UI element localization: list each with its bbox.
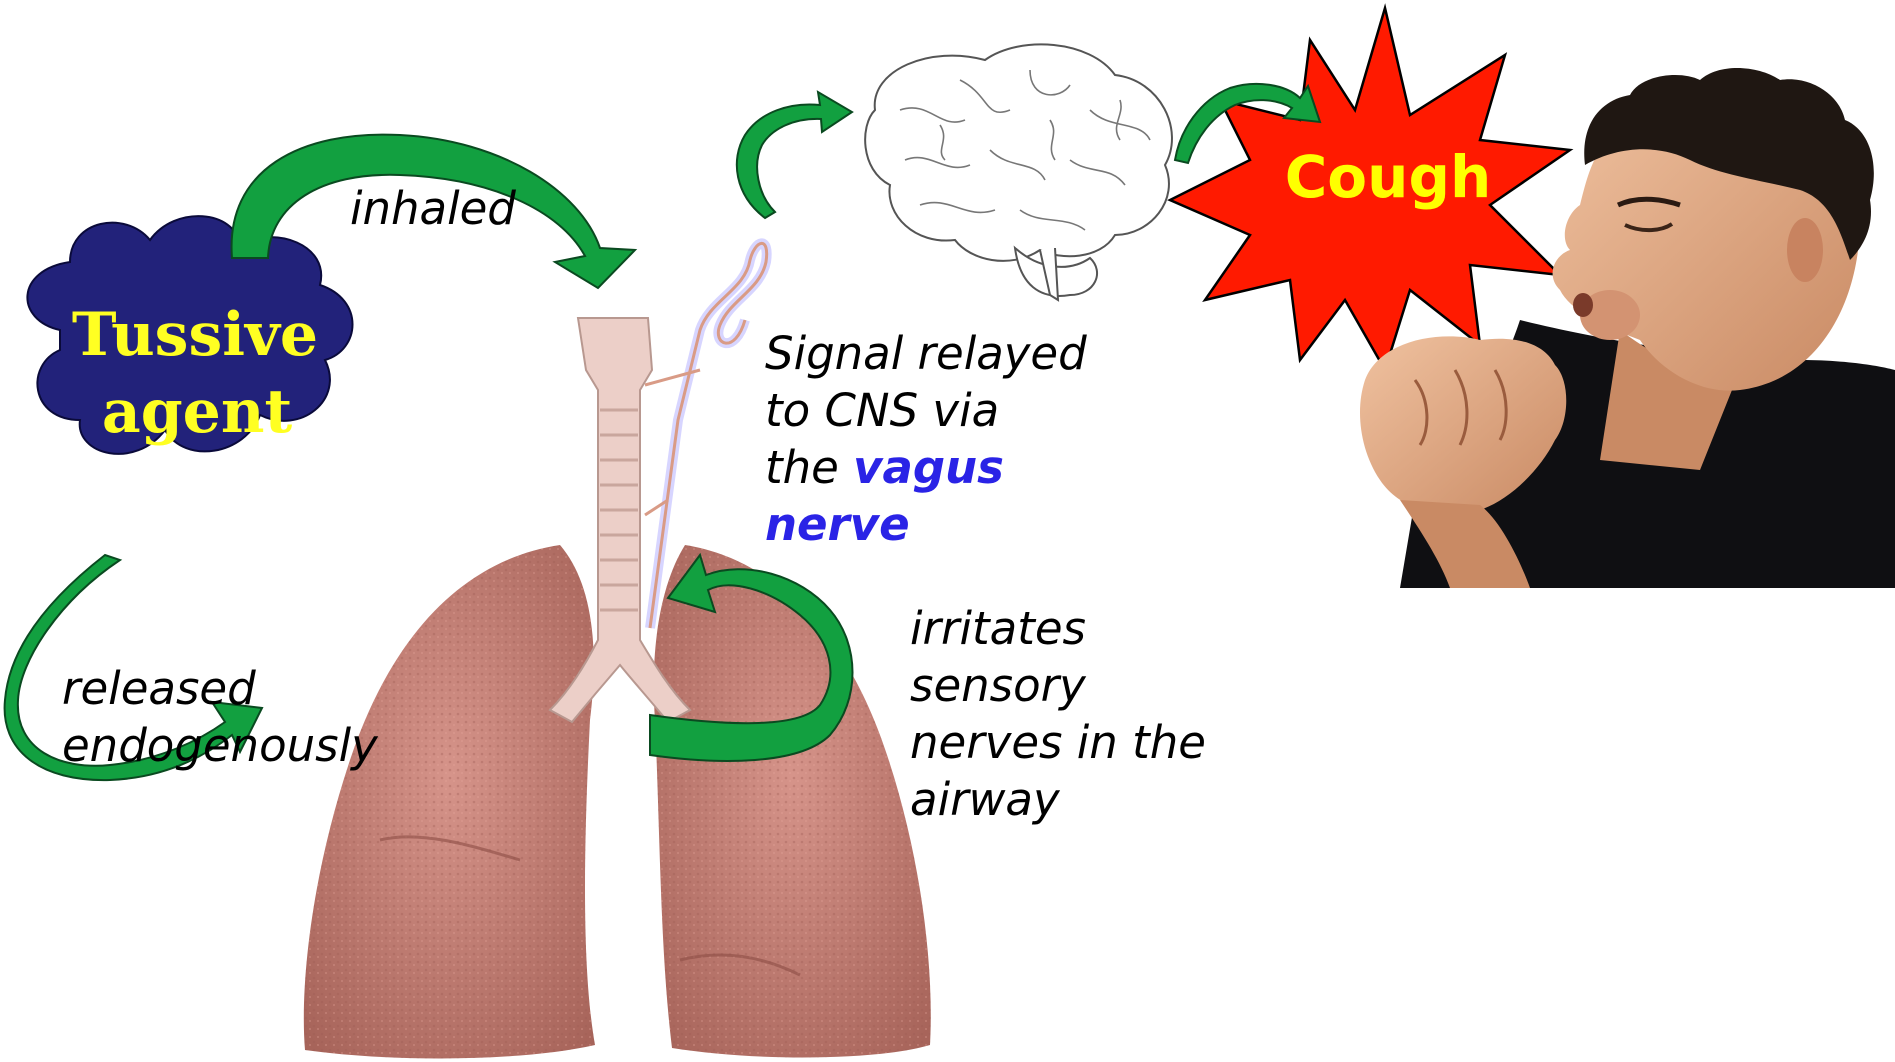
irritates-line1: irritates <box>910 600 1206 657</box>
nerve-word: nerve <box>765 496 1087 553</box>
label-irritates: irritates sensory nerves in the airway <box>910 600 1206 828</box>
irritates-line3: nerves in the <box>910 714 1206 771</box>
tussive-agent-line1: Tussive <box>72 300 318 370</box>
arrow-to-brain <box>737 92 852 218</box>
irritates-line4: airway <box>910 771 1206 828</box>
cough-burst: Cough <box>1170 8 1570 370</box>
inhaled-text: inhaled <box>350 182 516 235</box>
signal-line2: to CNS via <box>765 382 1087 439</box>
tussive-agent-cloud: Tussive agent <box>27 216 352 454</box>
label-inhaled: inhaled <box>350 180 516 237</box>
tussive-agent-line2: agent <box>102 377 293 447</box>
vagus-word: vagus <box>853 441 1004 494</box>
signal-line3: the vagus <box>765 439 1087 496</box>
cough-label: Cough <box>1285 143 1492 211</box>
signal-line1: Signal relayed <box>765 325 1087 382</box>
irritates-line2: sensory <box>910 657 1206 714</box>
signal-line3-prefix: the <box>765 441 853 494</box>
label-signal-relayed: Signal relayed to CNS via the vagus nerv… <box>765 325 1087 553</box>
brain-illustration <box>865 44 1172 300</box>
released-line1: released <box>62 660 378 717</box>
released-line2: endogenously <box>62 717 378 774</box>
label-released-endogenously: released endogenously <box>62 660 378 774</box>
